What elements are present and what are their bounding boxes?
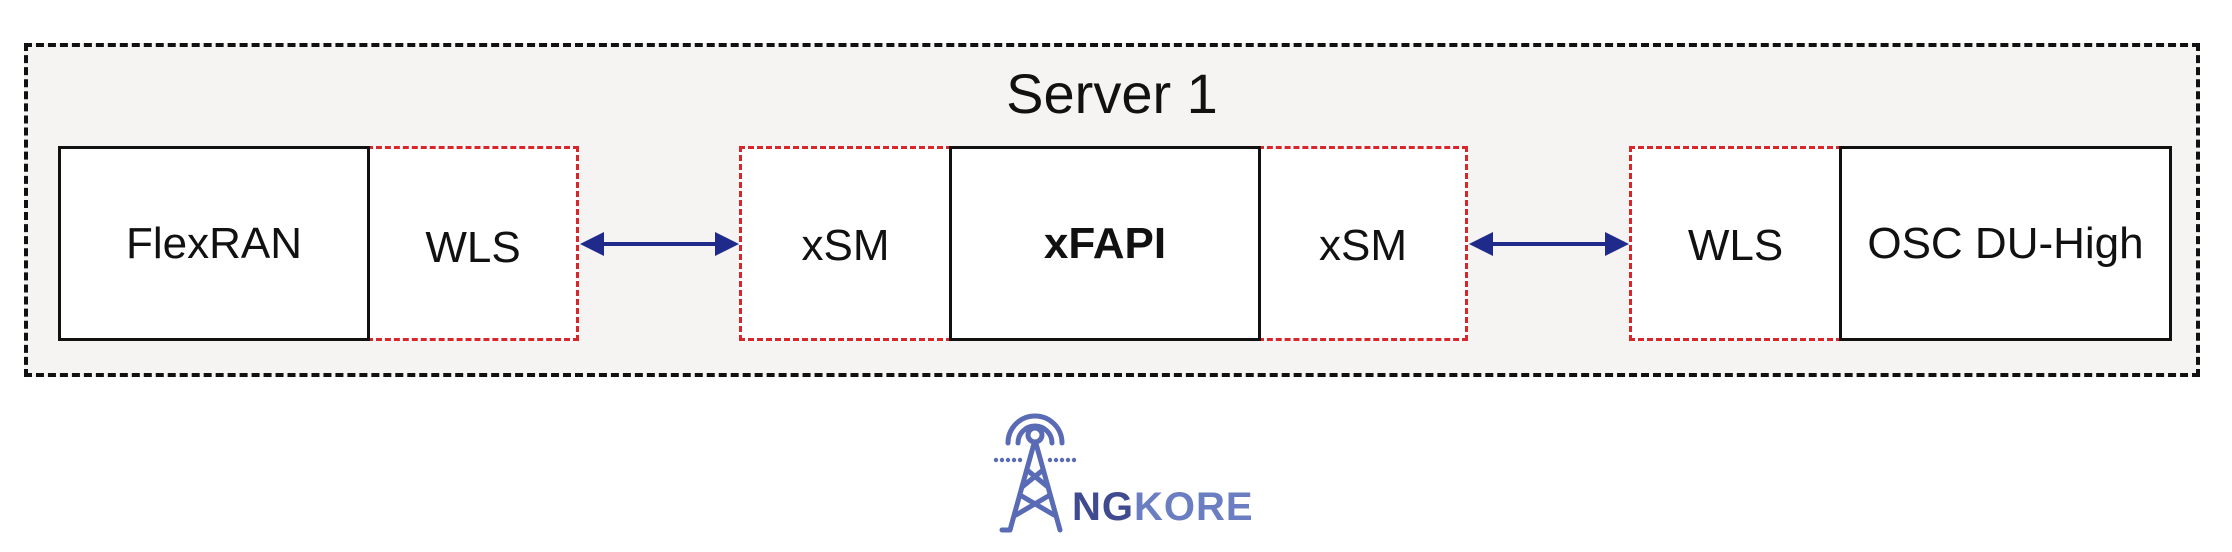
wls-right-block: WLS <box>1629 146 1842 341</box>
xsm-right-label: xSM <box>1319 220 1407 270</box>
osc-du-high-block: OSC DU-High <box>1839 146 2172 341</box>
wls-right-label: WLS <box>1687 220 1784 270</box>
xsm-left-block: xSM <box>739 146 952 341</box>
logo-kore: KORE <box>1134 485 1254 529</box>
logo-ng: NG <box>1072 485 1134 529</box>
flexran-block: FlexRAN <box>58 146 370 341</box>
radio-tower-icon <box>993 413 1077 533</box>
xfapi-block: xFAPI <box>949 146 1261 341</box>
server-title: Server 1 <box>1006 62 1218 125</box>
wls-left-label: WLS <box>425 222 521 272</box>
wls-left-block: WLS <box>367 146 579 341</box>
flexran-label: FlexRAN <box>125 218 303 268</box>
xfapi-label: xFAPI <box>1043 218 1167 268</box>
xsm-left-label: xSM <box>801 220 890 270</box>
osc-du-high-label: OSC DU-High <box>1867 218 2144 268</box>
ngkore-logo-text: NGKORE <box>1072 483 1254 531</box>
